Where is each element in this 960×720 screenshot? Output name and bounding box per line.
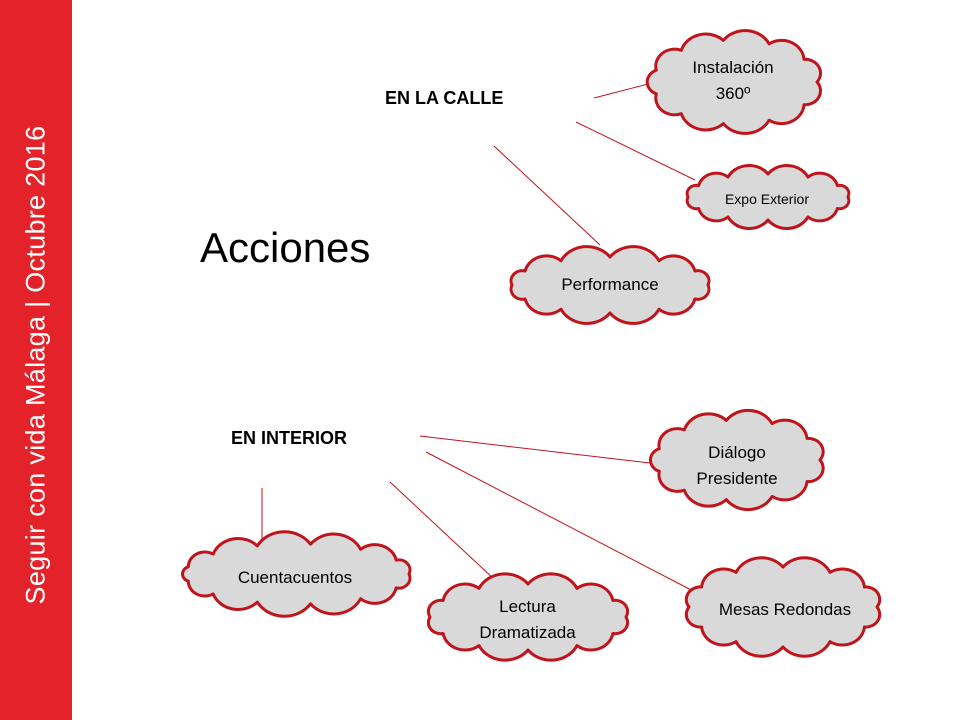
connectors — [261, 82, 696, 593]
cloud-mesas — [684, 556, 882, 658]
cloud-dialogo — [649, 408, 825, 512]
conn-interior-lectura — [389, 481, 496, 581]
cloud-cuentacuentos — [181, 530, 412, 618]
conn-interior-mesas — [425, 451, 696, 593]
node-label-dialogo: Diálogo Presidente — [696, 443, 778, 488]
node-label-instalacion: Instalación 360º — [692, 58, 774, 103]
diagram-title: Acciones — [200, 224, 371, 271]
node-label-mesas: Mesas Redondas — [718, 600, 852, 619]
node-label-performance: Performance — [561, 275, 659, 294]
group-heading-interior: EN INTERIOR — [231, 428, 348, 448]
cloud-lectura — [426, 572, 630, 662]
cloud-instalacion — [645, 29, 822, 135]
conn-interior-dialogo — [419, 435, 651, 464]
conn-calle-performance — [493, 145, 601, 246]
node-label-expo: Expo Exterior — [724, 191, 810, 207]
conn-calle-instalacion — [593, 82, 653, 99]
sidebar-band: Seguir con vida Málaga | Octubre 2016 — [0, 0, 72, 720]
group-heading-calle: EN LA CALLE — [385, 88, 504, 108]
conn-calle-expo — [575, 121, 696, 181]
node-label-lectura: Lectura Dramatizada — [479, 597, 576, 642]
clouds — [181, 29, 882, 662]
cloud-expo — [685, 164, 851, 230]
cloud-performance — [509, 245, 711, 325]
node-label-cuentacuentos: Cuentacuentos — [237, 568, 353, 587]
